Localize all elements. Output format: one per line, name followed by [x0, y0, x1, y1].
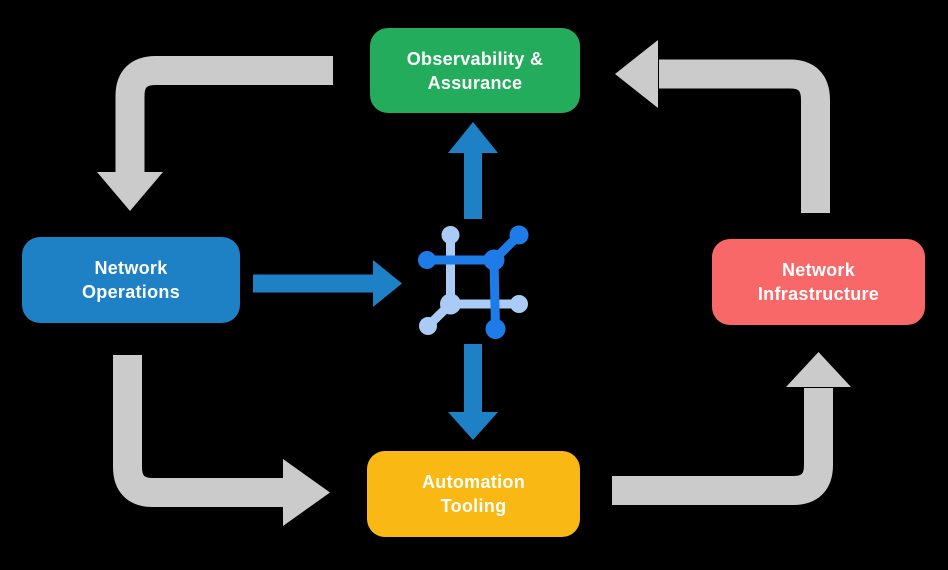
arrow-infrastructure-to-observability [615, 40, 830, 213]
node-automation-label-line2: Tooling [440, 496, 507, 516]
node-operations-label-line2: Operations [81, 282, 181, 302]
icon-junction-bottom-left [440, 293, 461, 315]
arrow-observability-to-operations [97, 56, 333, 211]
network-mesh-icon [418, 225, 529, 339]
icon-node-left [418, 251, 436, 269]
node-infrastructure-label-line2: Infrastructure [757, 284, 880, 304]
icon-node-bottom [485, 319, 506, 339]
arrow-hub-to-observability [448, 122, 498, 219]
arrow-operations-to-automation-head [283, 459, 330, 526]
icon-node-right [510, 295, 528, 313]
arrow-automation-to-infrastructure-shaft [612, 388, 833, 505]
arrow-automation-to-infrastructure-head [786, 352, 851, 387]
arrow-observability-to-operations-shaft [115, 56, 333, 172]
icon-node-bottom-left [419, 317, 437, 335]
arrow-operations-to-hub [253, 260, 402, 307]
icon-junction-top-right [483, 249, 505, 271]
node-observability-label-line2: Assurance [427, 72, 523, 93]
icon-node-top [441, 226, 460, 244]
node-observability-label-line1: Observability & [406, 48, 544, 69]
arrow-automation-to-infrastructure [612, 352, 851, 505]
node-automation-tooling: Automation Tooling [367, 451, 580, 537]
arrow-observability-to-operations-head [97, 172, 163, 211]
arrow-operations-to-automation-shaft [113, 355, 284, 507]
arrow-infrastructure-to-observability-head [615, 40, 658, 108]
node-operations-label-line1: Network [94, 258, 168, 278]
node-network-operations: Network Operations [22, 237, 240, 323]
arrow-operations-to-automation [113, 355, 330, 526]
node-automation-label-line1: Automation [422, 472, 525, 492]
arrow-hub-to-automation [448, 344, 498, 440]
arrow-infrastructure-to-observability-shaft [659, 59, 830, 213]
icon-right-edge [489, 255, 500, 334]
node-observability-assurance: Observability & Assurance [370, 28, 580, 113]
node-network-infrastructure: Network Infrastructure [712, 239, 925, 325]
icon-node-top-right [509, 225, 529, 245]
node-infrastructure-label-line1: Network [781, 260, 856, 280]
